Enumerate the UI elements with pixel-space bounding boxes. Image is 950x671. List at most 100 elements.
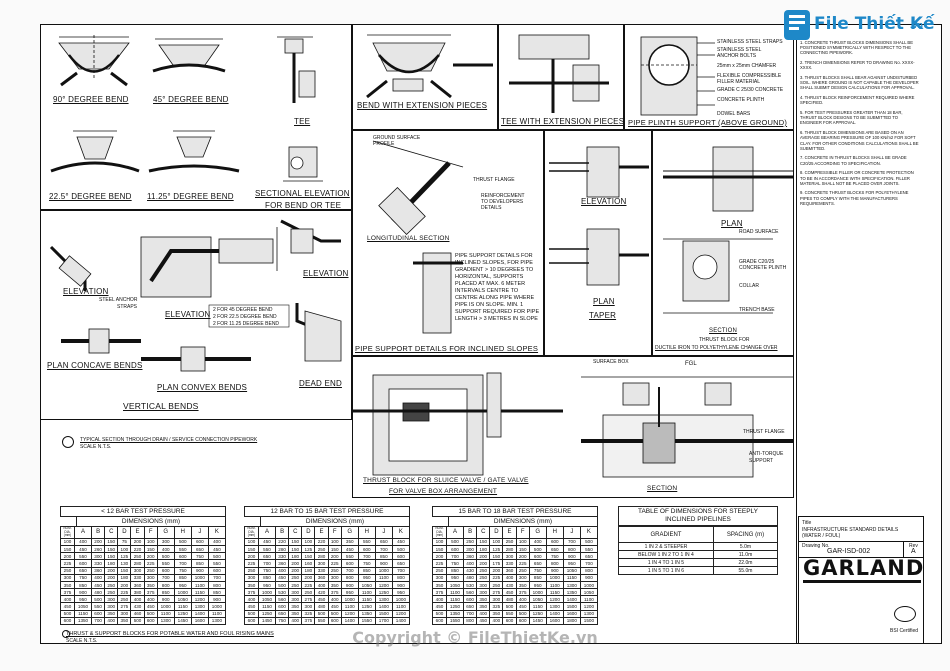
table-cell: 1000 [374, 566, 393, 575]
table-cell: 1250 [445, 602, 465, 611]
table-cell: 750 [73, 573, 93, 582]
table-cell: 175 [489, 559, 504, 568]
table-cell: 700 [173, 559, 192, 568]
table-cell: 250 [489, 580, 504, 590]
table-cell: 700 [156, 573, 175, 582]
title-label: Title [802, 520, 812, 526]
ductile-sketch [663, 146, 793, 314]
label-scale-nts-1: SCALE N.T.S. [80, 444, 112, 450]
table-cell: 150 [515, 544, 530, 554]
table-cell: 700 [207, 573, 227, 582]
table-cell: 125 [117, 552, 132, 561]
table-cell: 1200 [374, 580, 393, 590]
table-cell: 600 [156, 566, 175, 575]
bsi-badge [894, 606, 916, 622]
table-cell: 400 [91, 573, 106, 582]
table-cell: 1100 [357, 588, 376, 597]
sluice-valve-sketch [353, 372, 793, 478]
table-cell: 180 [301, 566, 316, 575]
table-cell: 900 [562, 552, 581, 561]
table-cell: 250 [476, 573, 491, 582]
table-cell: 300 [432, 573, 447, 582]
table-cell: 950 [173, 580, 192, 590]
table-cell: 350 [117, 616, 132, 626]
table-cell: 220 [130, 544, 145, 554]
label-bend1125: 11.25° DEGREE BEND [147, 192, 234, 201]
column-header: G [340, 526, 359, 539]
column-header: B [463, 526, 478, 539]
table-cell: 450 [60, 602, 75, 611]
table-cell: 200 [476, 552, 491, 561]
table-cell: 360 [91, 566, 106, 575]
table-cell: 1400 [374, 602, 393, 611]
table-cell: 1000 [391, 595, 411, 604]
panel-ductile: PLAN ROAD SURFACE GRADE C20/25 CONCRETE … [652, 130, 794, 356]
rev-value: A [911, 548, 916, 555]
plinth-callout-4: 25mm x 25mm CHAMFER [717, 63, 777, 69]
table-cell: 650 [73, 566, 93, 575]
table-cell: 150 [288, 537, 303, 546]
column-header-diameter: NOM. DIA. (mm) [432, 526, 447, 539]
table-cell: 250 [288, 580, 303, 590]
table-cell: 1150 [257, 602, 277, 611]
drawing-no: GAR-ISD-002 [827, 548, 871, 555]
table-cell: 800 [340, 573, 359, 582]
table-cell: 850 [207, 588, 227, 597]
table-cell: 200 [301, 573, 316, 582]
logo-underline [803, 580, 921, 583]
table-cell: 1000 [579, 580, 599, 590]
label-details: DETAILS [481, 205, 502, 211]
table-cell: 250 [301, 588, 316, 597]
table-cell: 1100 [545, 580, 564, 590]
table-cell: 950 [357, 573, 376, 582]
table-cell: 800 [579, 566, 599, 575]
table-cell: 330 [314, 566, 329, 575]
table-cell: 350 [515, 580, 530, 590]
column-header: A [73, 526, 93, 539]
title-divider-1 [799, 541, 923, 542]
note-5: 5. FOR TEST PRESSURES GREATER THAN 18 BA… [800, 110, 903, 126]
table-cell: 1000 [545, 573, 564, 582]
support-note-line-7: CENTRE ALONG PIPE WHERE [455, 295, 535, 301]
incline-col-gradient: GRADIENT [618, 526, 714, 543]
table-cell: 100 [489, 537, 504, 546]
table-cell: 450 [207, 544, 227, 554]
table-cell: 300 [489, 595, 504, 604]
column-header: K [391, 526, 411, 539]
table-cell: 1100 [340, 602, 359, 611]
column-header: J [562, 526, 581, 539]
incline-title-1: TABLE OF DIMENSIONS FOR STEEPLY [637, 508, 759, 515]
table-cell: 1500 [579, 616, 599, 626]
plinth-callout-6: FILLER MATERIAL [717, 79, 760, 85]
label-anti-torque: ANTI-TORQUE [749, 451, 784, 457]
table-cell: 150 [244, 544, 259, 554]
table-cell: 275 [301, 595, 316, 604]
label-tee-ext: TEE WITH EXTENSION PIECES [501, 117, 624, 126]
table-cell: 430 [130, 602, 145, 611]
table-cell: 250 [288, 573, 303, 582]
title-line-2: (WATER / FOUL) [802, 533, 841, 539]
label-section-sluice: SECTION [647, 485, 678, 492]
table-cell: 360 [130, 580, 145, 590]
incline-row-1-spacing: 5.0m [712, 542, 779, 551]
table-cell: 1100 [190, 580, 209, 590]
table-cell: 1100 [374, 573, 393, 582]
table-cell: 150 [117, 566, 132, 575]
label-elevation-taper: ELEVATION [581, 197, 627, 206]
table-cell: 1200 [190, 595, 209, 604]
table-cell: 1400 [190, 609, 209, 618]
table-cell: 350 [244, 580, 259, 590]
drawing-no-label: Drawing No. [802, 543, 830, 549]
table-cell: 850 [357, 566, 376, 575]
table-cell: 450 [391, 537, 411, 546]
table-cell: 350 [104, 609, 119, 618]
